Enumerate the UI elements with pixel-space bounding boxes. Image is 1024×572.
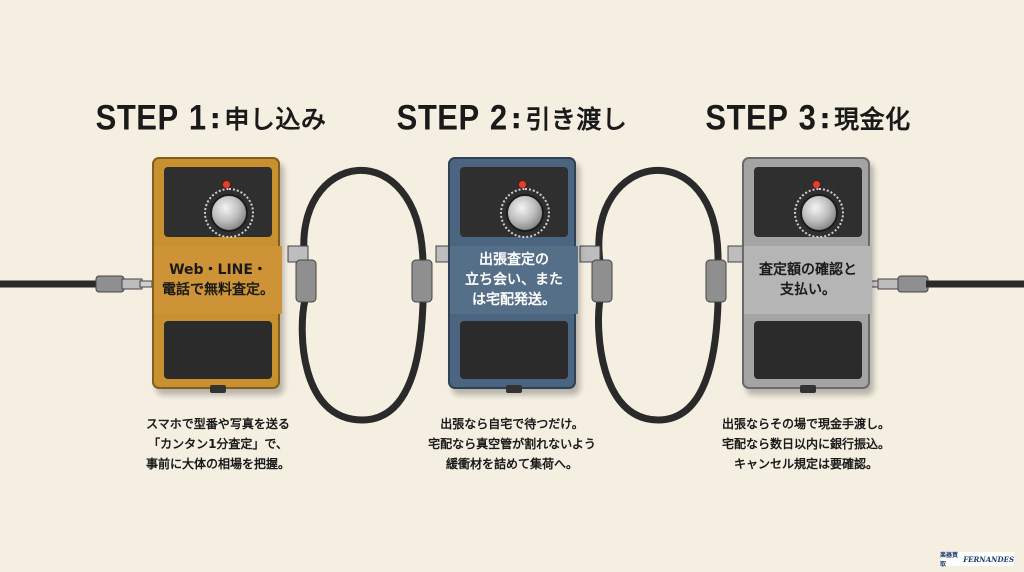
step-2-pedal: ← ← 出張査定の 立ち会い、また は宅配発送。 <box>448 157 578 393</box>
knob-scale <box>204 188 254 238</box>
plug-1-right <box>287 245 317 303</box>
step-2-title: STEP 2:引き渡し <box>362 97 662 138</box>
step-3-pedal-text: 査定額の確認と 支払い。 <box>759 262 857 298</box>
footswitch <box>754 321 862 379</box>
knob-icon <box>210 194 248 232</box>
step-3-description: 出張ならその場で現金手渡し。 宅配なら数日以内に銀行振込。 キャンセル規定は要確… <box>721 417 890 471</box>
step-3-label: STEP <box>705 97 789 138</box>
input-plug <box>95 275 153 293</box>
step-1-number: 1 <box>188 97 207 138</box>
brand-logo: FERNANDES <box>963 554 1014 564</box>
step-3-number: 3 <box>798 97 817 138</box>
pedal-foot <box>210 385 226 393</box>
plug-2-right <box>579 245 613 303</box>
pedal-label-panel: Web・LINE・ 電話で無料査定。 <box>154 246 282 314</box>
pedal-label-panel: 査定額の確認と 支払い。 <box>744 246 872 314</box>
pedal-label-panel: 出張査定の 立ち会い、また は宅配発送。 <box>450 246 578 314</box>
step-1-pedal: ← ← Web・LINE・ 電話で無料査定。 <box>152 157 282 393</box>
loop-cable-2 <box>595 167 722 424</box>
step-1-heading: 申し込み <box>224 105 327 134</box>
brand-badge: 楽器買取 FERNANDES <box>940 552 1014 568</box>
knob-scale <box>500 188 550 238</box>
knob-icon <box>800 194 838 232</box>
brand-text: 楽器買取 <box>940 552 959 568</box>
step-1-colon: : <box>209 102 222 135</box>
loop-cable-1 <box>298 167 427 424</box>
step-2-description: 出張なら自宅で待つだけ。 宅配なら真空管が割れないよう 緩衝材を詰めて集荷へ。 <box>428 417 596 471</box>
step-1-pedal-text: Web・LINE・ 電話で無料査定。 <box>162 262 274 298</box>
pedal-top-panel <box>460 167 568 238</box>
step-1-description: スマホで型番や写真を送る 「カンタン1分査定」で、 事前に大体の相場を把握。 <box>145 417 290 471</box>
knob-scale <box>794 188 844 238</box>
step-2-heading: 引き渡し <box>525 105 628 134</box>
step-2-colon: : <box>510 102 523 135</box>
step-3-title: STEP 3:現金化 <box>658 97 958 138</box>
output-plug <box>867 275 929 293</box>
step-3-pedal: ← ← 査定額の確認と 支払い。 <box>742 157 872 393</box>
step-1-title: STEP 1:申し込み <box>61 97 361 138</box>
step-2-label: STEP <box>396 97 480 138</box>
step-2-number: 2 <box>489 97 508 138</box>
pedal-foot <box>800 385 816 393</box>
pedal-foot <box>506 385 522 393</box>
step-1-label: STEP <box>95 97 179 138</box>
footswitch <box>460 321 568 379</box>
step-3-heading: 現金化 <box>834 105 911 134</box>
step-3-colon: : <box>819 102 832 135</box>
step-2-pedal-text: 出張査定の 立ち会い、また は宅配発送。 <box>465 252 563 308</box>
pedal-top-panel <box>164 167 272 238</box>
footswitch <box>164 321 272 379</box>
pedal-top-panel <box>754 167 862 238</box>
knob-icon <box>506 194 544 232</box>
